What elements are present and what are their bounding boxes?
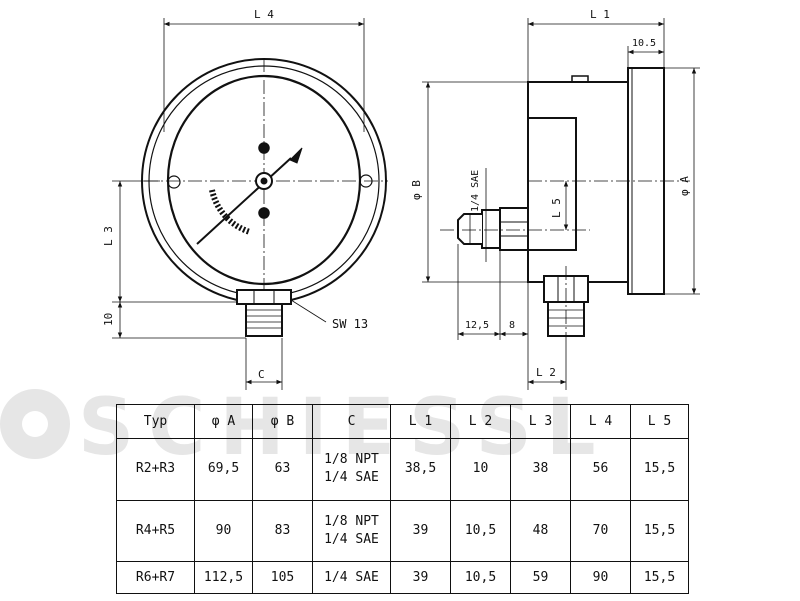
header-c: C	[312, 404, 391, 439]
gauge-needle	[196, 157, 292, 245]
dim-12-5: 12,5	[465, 320, 489, 331]
cell-l4: 70	[570, 499, 631, 563]
cell-l4: 90	[570, 561, 631, 594]
header-phi-b: φ B	[252, 404, 313, 439]
cell-l3: 48	[510, 499, 571, 563]
cell-l3: 38	[510, 438, 571, 501]
cell-a: 69,5	[194, 438, 253, 501]
cell-c-line1: 1/8 NPT	[324, 513, 379, 529]
cell-l1: 38,5	[390, 438, 451, 501]
front-view	[141, 58, 388, 337]
thread-stub	[245, 303, 283, 337]
dim-L2: L 2	[536, 366, 556, 379]
header-phi-a: φ A	[194, 404, 253, 439]
hex-nut	[236, 289, 292, 305]
cell-c-line2: 1/4 SAE	[324, 470, 379, 486]
needle-tip-icon	[289, 147, 303, 164]
spec-table-wrap: Typ φ A φ B C L 1 L 2 L 3 L 4 L 5 R2+R3 …	[116, 404, 689, 594]
header-typ: Typ	[116, 404, 195, 439]
mount-hole-right	[359, 174, 373, 188]
cell-b: 105	[252, 561, 313, 594]
dim-10-5: 10.5	[632, 38, 656, 49]
cell-l1: 39	[390, 561, 451, 594]
cell-typ: R6+R7	[116, 561, 195, 594]
header-l5: L 5	[630, 404, 689, 439]
dim-8: 8	[509, 320, 515, 331]
cell-l4: 56	[570, 438, 631, 501]
cell-c-line1: 1/8 NPT	[324, 452, 379, 468]
case-body	[527, 81, 629, 283]
dim-L3: L 3	[102, 226, 115, 246]
back-hex-nut	[499, 207, 529, 251]
dim-phi-A: φ A	[678, 176, 691, 196]
table-row: R6+R7 112,5 105 1/4 SAE 39 10,5 59 90 15…	[116, 561, 689, 594]
dim-L4: L 4	[254, 8, 274, 21]
dial-screw-bottom	[258, 207, 270, 219]
cell-l5: 15,5	[630, 561, 689, 594]
cell-c: 1/4 SAE	[312, 561, 391, 594]
dim-L1: L 1	[590, 8, 610, 21]
dim-sae: 1/4 SAE	[470, 170, 481, 212]
vent-plug	[571, 75, 589, 83]
header-l4: L 4	[570, 404, 631, 439]
dim-10: 10	[102, 313, 115, 326]
header-l2: L 2	[450, 404, 511, 439]
cell-l2: 10	[450, 438, 511, 501]
dim-C: C	[258, 368, 265, 381]
back-connector-bracket	[528, 117, 577, 251]
side-view	[440, 67, 690, 342]
table-row: R4+R5 90 83 1/8 NPT 1/4 SAE 39 10,5 48 7…	[116, 499, 689, 563]
technical-drawing: L 4 L 3 10 C SW 13	[102, 8, 700, 390]
side-dimensions	[422, 18, 700, 390]
cell-c-line2: 1/4 SAE	[324, 531, 379, 547]
front-dimensions	[112, 18, 365, 390]
cell-l3: 59	[510, 561, 571, 594]
cell-c: 1/8 NPT 1/4 SAE	[312, 499, 391, 563]
cell-l2: 10,5	[450, 561, 511, 594]
cell-a: 112,5	[194, 561, 253, 594]
cell-a: 90	[194, 499, 253, 563]
scale-ticks	[209, 189, 251, 235]
dim-L5: L 5	[550, 198, 563, 218]
mount-hole-left	[167, 175, 181, 189]
dim-SW: SW 13	[332, 317, 368, 331]
cell-l5: 15,5	[630, 438, 689, 501]
dial-screw-top	[258, 142, 270, 154]
cell-b: 83	[252, 499, 313, 563]
cell-b: 63	[252, 438, 313, 501]
header-l1: L 1	[390, 404, 451, 439]
cell-c: 1/8 NPT 1/4 SAE	[312, 438, 391, 501]
header-l3: L 3	[510, 404, 571, 439]
table-row: R2+R3 69,5 63 1/8 NPT 1/4 SAE 38,5 10 38…	[116, 438, 689, 501]
back-fitting	[481, 209, 501, 249]
cell-typ: R2+R3	[116, 438, 195, 501]
table-header-row: Typ φ A φ B C L 1 L 2 L 3 L 4 L 5	[116, 404, 689, 439]
needle-hub-center	[260, 177, 268, 185]
cell-typ: R4+R5	[116, 499, 195, 563]
spec-table: Typ φ A φ B C L 1 L 2 L 3 L 4 L 5 R2+R3 …	[116, 404, 689, 594]
cell-l2: 10,5	[450, 499, 511, 563]
dim-phi-B: φ B	[410, 180, 423, 200]
cell-l1: 39	[390, 499, 451, 563]
cell-l5: 15,5	[630, 499, 689, 563]
